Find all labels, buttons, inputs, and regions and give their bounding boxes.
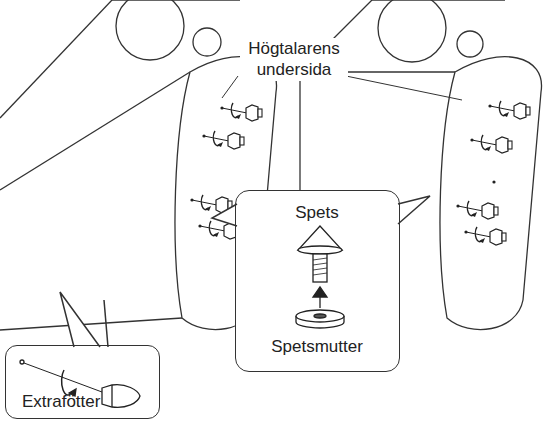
leader-line: [346, 76, 462, 100]
spike-icon: [296, 226, 344, 328]
leader-line: [222, 76, 238, 98]
callout-box: Extrafötter: [5, 345, 160, 419]
part-label: Högtalarens undersida: [240, 38, 348, 81]
callout-box: SpetsSpetsmutter: [235, 190, 400, 372]
callout-label: Extrafötter: [22, 392, 100, 412]
callout-label: Spets: [295, 203, 338, 223]
callout-tails: [5, 190, 430, 419]
callout-label: Spetsmutter: [271, 337, 363, 357]
